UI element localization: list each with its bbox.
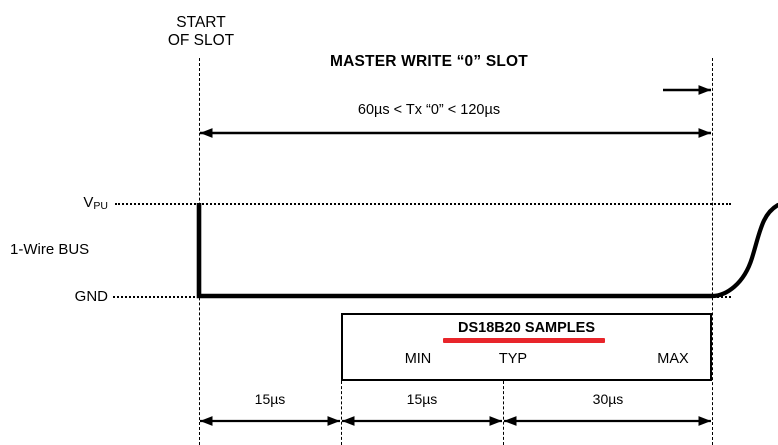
- sample-typ-label: TYP: [498, 351, 528, 367]
- gnd-axis-label: GND: [74, 288, 108, 305]
- sample-min-guide-line: [341, 381, 342, 445]
- samples-box-title: DS18B20 SAMPLES: [458, 320, 595, 336]
- vpu-reference-line: [115, 203, 731, 205]
- timing-segment-label-1: 15µs: [254, 391, 286, 407]
- signal-name-label: 1-Wire BUS: [10, 241, 90, 258]
- start-of-slot-text: START OF SLOT: [167, 14, 235, 49]
- gnd-reference-line: [113, 296, 731, 298]
- timing-segment-label-3: 30µs: [592, 391, 624, 407]
- sample-min-label: MIN: [404, 351, 432, 367]
- slot-end-guide-line: [712, 58, 713, 445]
- timing-segment-label-2: 15µs: [406, 391, 438, 407]
- slot-start-guide-line: [199, 58, 200, 445]
- start-of-slot-label: START OF SLOT: [162, 14, 240, 50]
- diagram-title: MASTER WRITE “0” SLOT: [330, 53, 528, 70]
- bus-waveform: [196, 202, 778, 299]
- samples-red-underline: [443, 338, 605, 343]
- vpu-axis-label: VPU: [60, 194, 108, 212]
- diagram-subtitle: 60µs < Tx “0” < 120µs: [357, 102, 501, 118]
- sample-max-label: MAX: [657, 351, 689, 367]
- vpu-text: V: [83, 194, 94, 211]
- vpu-subscript: PU: [93, 200, 108, 212]
- ds18b20-samples-box: [341, 313, 712, 381]
- sample-typ-guide-line: [503, 381, 504, 445]
